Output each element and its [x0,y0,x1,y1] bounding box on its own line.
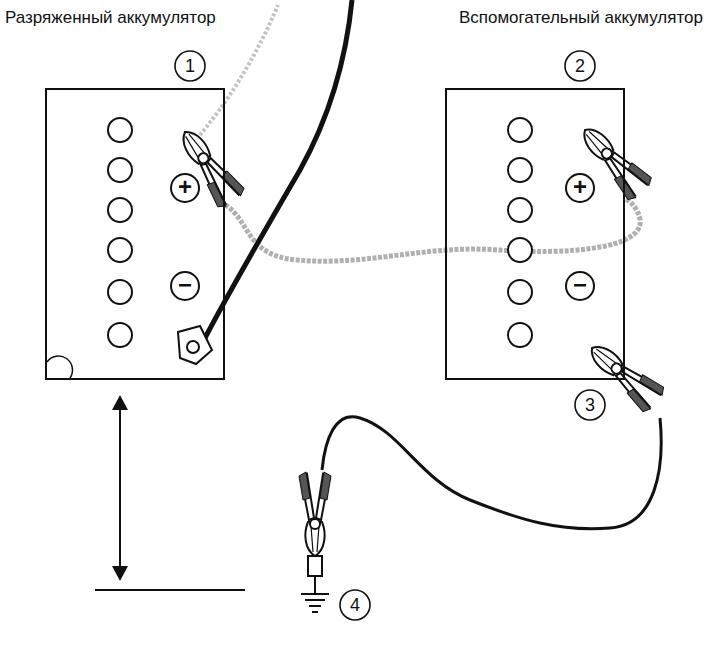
battery-box: Разряженный аккумулятор [45,88,225,380]
polarity-sign: − [171,271,199,299]
callout-number: 2 [566,52,594,80]
polarity-sign: + [171,173,199,201]
callout-number: 1 [176,52,204,80]
battery-heading: Вспомогательный аккумулятор [459,8,703,28]
callout-number: 4 [341,591,369,619]
battery-box: Вспомогательный аккумулятор [445,88,625,380]
battery-heading: Разряженный аккумулятор [5,8,216,28]
callout-number: 3 [576,391,604,419]
cell-caps [108,118,532,347]
jumper-cable [225,199,640,261]
polarity-sign: + [566,173,594,201]
callout-circles [175,51,605,620]
polarity-sign: − [566,271,594,299]
